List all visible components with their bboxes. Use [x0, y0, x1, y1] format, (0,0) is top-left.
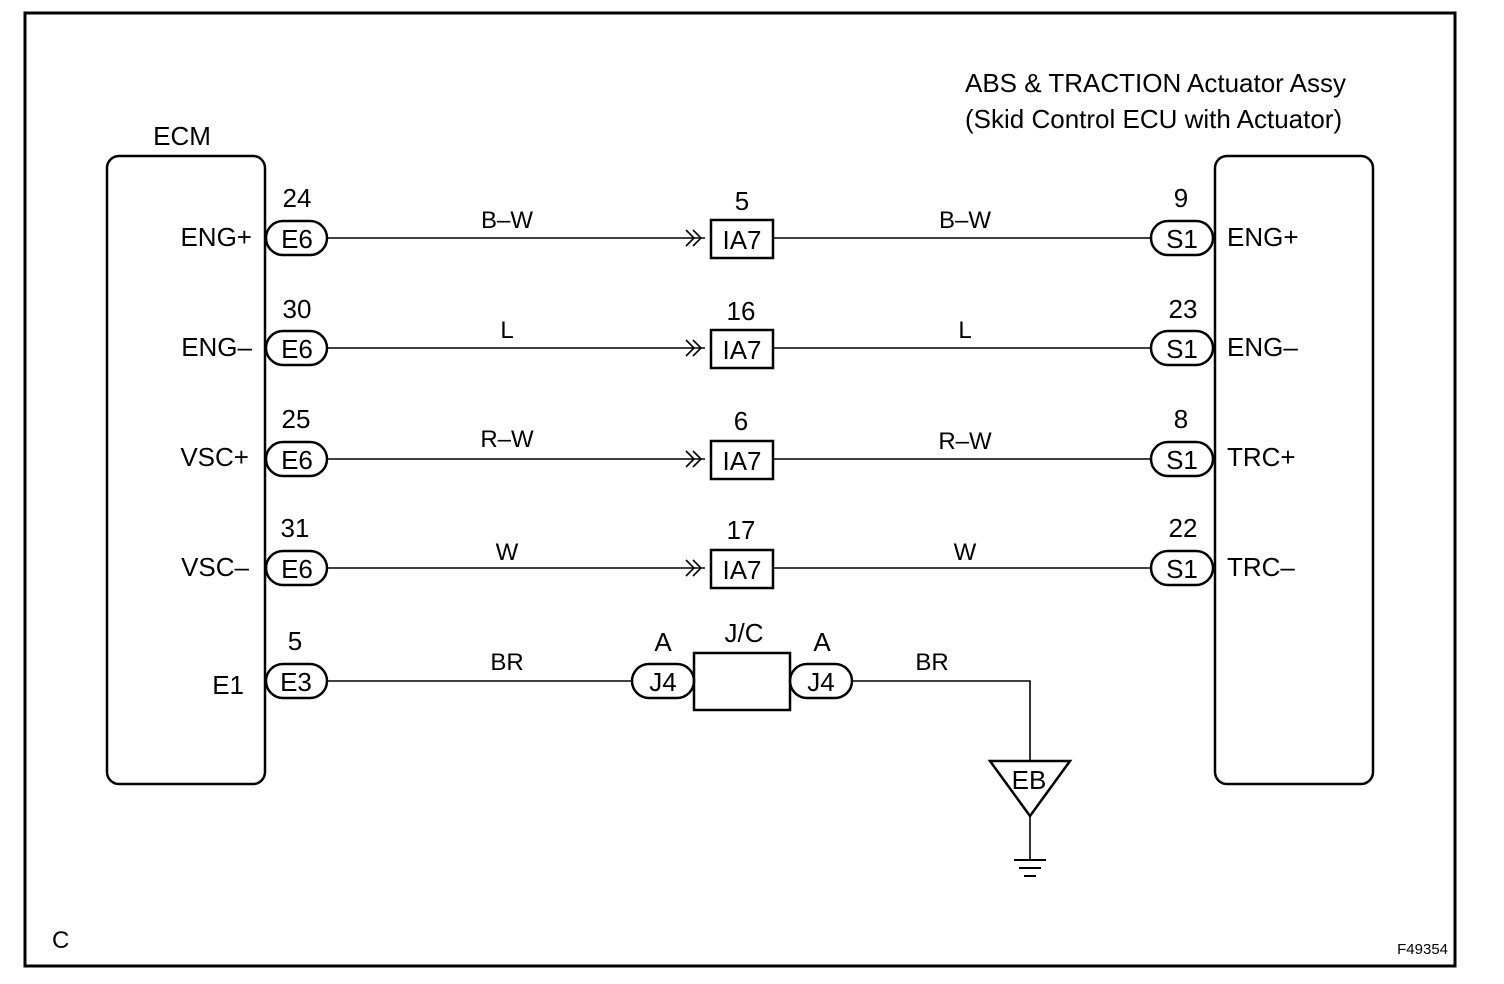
- corner-label: C: [52, 927, 69, 954]
- mid-connector-label: IA7: [722, 446, 761, 476]
- left-pin: 31: [281, 513, 310, 543]
- right-connector-label: S1: [1166, 554, 1198, 584]
- left-signal: ENG+: [180, 222, 252, 252]
- mid-connector-label: IA7: [722, 555, 761, 585]
- left-connector-label: E3: [280, 667, 312, 697]
- left-pin: 24: [283, 183, 312, 213]
- actuator-box: [1213, 154, 1375, 786]
- ground-point-triangle: [987, 759, 1073, 819]
- junction-connector-left-label: J4: [649, 667, 676, 697]
- right-signal: ENG+: [1227, 222, 1299, 252]
- ground-icon: [1014, 859, 1046, 877]
- left-signal: VSC+: [180, 442, 249, 472]
- connector-arrow-icon: [685, 559, 703, 577]
- wire-ground: [852, 680, 1031, 761]
- right-connector-label: S1: [1166, 334, 1198, 364]
- left-pin: 30: [283, 294, 312, 324]
- right-signal: ENG–: [1227, 332, 1298, 362]
- right-wire-color: L: [958, 317, 971, 344]
- right-pin: 8: [1174, 404, 1188, 434]
- left-pin: 5: [288, 626, 302, 656]
- right-signal: TRC+: [1227, 442, 1296, 472]
- mid-pin: 16: [727, 296, 756, 326]
- right-pin: 23: [1169, 294, 1198, 324]
- ecm-box: [105, 154, 267, 786]
- ecm-title: ECM: [153, 121, 211, 151]
- right-wire-color: R–W: [938, 428, 992, 455]
- left-connector-label: E6: [281, 334, 313, 364]
- left-pin: 25: [282, 404, 311, 434]
- connector-arrow-icon: [685, 229, 703, 247]
- figure-id: F49354: [1397, 941, 1448, 958]
- connector-arrow-icon: [685, 339, 703, 357]
- right-connector-capsule: [1149, 329, 1215, 367]
- junction-label: J/C: [725, 618, 764, 648]
- ground-point-label: EB: [1012, 765, 1047, 795]
- right-connector-capsule: [1149, 549, 1215, 587]
- left-connector-label: E6: [281, 554, 313, 584]
- actuator-title-line1: ABS & TRACTION Actuator Assy: [965, 68, 1346, 98]
- left-signal: VSC–: [181, 552, 249, 582]
- diagram-frame: [23, 11, 1457, 968]
- left-wire-color: B–W: [481, 207, 533, 234]
- right-wire-color: BR: [915, 649, 948, 676]
- connector-arrow-icon: [685, 450, 703, 468]
- right-connector-label: S1: [1166, 445, 1198, 475]
- mid-pin: 17: [727, 515, 756, 545]
- left-wire-color: R–W: [480, 426, 534, 453]
- mid-connector-box: [709, 328, 775, 370]
- right-pin: 9: [1174, 183, 1188, 213]
- left-wire-color: W: [496, 539, 519, 566]
- mid-pin: 5: [735, 186, 749, 216]
- mid-connector-label: IA7: [722, 225, 761, 255]
- left-wire-color: BR: [490, 649, 523, 676]
- junction-pin-left: A: [654, 627, 672, 657]
- mid-connector-box: [709, 218, 775, 260]
- right-signal: TRC–: [1227, 552, 1295, 582]
- mid-pin: 6: [734, 406, 748, 436]
- junction-box: [692, 651, 792, 712]
- mid-connector-box: [709, 548, 775, 590]
- actuator-title-line2: (Skid Control ECU with Actuator): [965, 104, 1342, 134]
- mid-connector-box: [709, 439, 775, 481]
- left-connector-label: E6: [281, 445, 313, 475]
- circuit-row-4: VSC– 31 E6 W 17 IA7 W 22 S1 TRC–: [181, 513, 1295, 590]
- right-connector-capsule: [1149, 440, 1215, 478]
- left-signal: ENG–: [181, 332, 252, 362]
- junction-pin-right: A: [813, 627, 831, 657]
- right-pin: 22: [1169, 513, 1198, 543]
- circuit-row-5: E1 5 E3 BR A J4 J/C A J4 BR EB: [212, 618, 1073, 877]
- junction-connector-right-label: J4: [807, 667, 834, 697]
- circuit-row-2: ENG– 30 E6 L 16 IA7 L 23 S1 ENG–: [181, 294, 1298, 370]
- circuit-row-1: ENG+ 24 E6 B–W 5 IA7 B–W 9 S1 ENG+: [180, 183, 1299, 260]
- left-connector-label: E6: [281, 224, 313, 254]
- circuit-row-3: VSC+ 25 E6 R–W 6 IA7 R–W 8 S1 TRC+: [180, 404, 1296, 481]
- left-wire-color: L: [500, 317, 513, 344]
- right-wire-color: B–W: [939, 207, 991, 234]
- left-signal: E1: [212, 670, 244, 700]
- mid-connector-label: IA7: [722, 335, 761, 365]
- right-connector-capsule: [1149, 219, 1215, 257]
- right-wire-color: W: [954, 539, 977, 566]
- right-connector-label: S1: [1166, 224, 1198, 254]
